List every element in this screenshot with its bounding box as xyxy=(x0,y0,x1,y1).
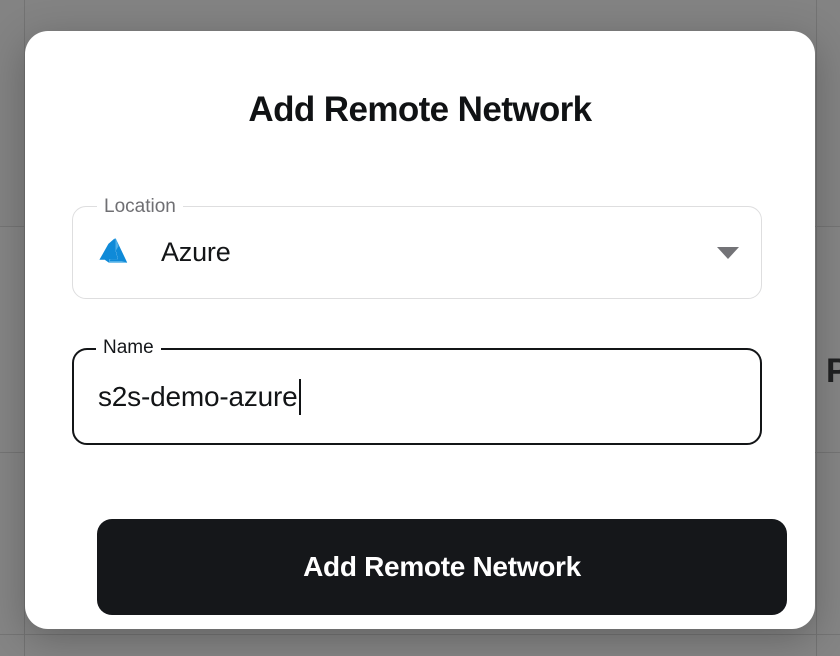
name-label: Name xyxy=(96,337,161,358)
name-input-body[interactable]: s2s-demo-azure xyxy=(74,350,760,443)
name-input-value-wrap: s2s-demo-azure xyxy=(98,378,301,415)
add-remote-network-dialog: Add Remote Network Location Azure Name s… xyxy=(25,31,815,629)
location-selected-value: Azure xyxy=(161,237,231,267)
dialog-title: Add Remote Network xyxy=(248,90,592,129)
text-caret xyxy=(298,378,301,415)
name-field[interactable]: Name s2s-demo-azure xyxy=(72,337,762,445)
location-label: Location xyxy=(97,196,183,217)
name-input[interactable]: s2s-demo-azure xyxy=(98,380,298,412)
location-dropdown-body: Azure xyxy=(73,207,761,298)
chevron-down-icon[interactable] xyxy=(717,246,739,259)
location-dropdown[interactable]: Location Azure xyxy=(72,196,762,299)
azure-logo-icon xyxy=(99,237,128,263)
add-remote-network-button[interactable]: Add Remote Network xyxy=(97,519,787,615)
